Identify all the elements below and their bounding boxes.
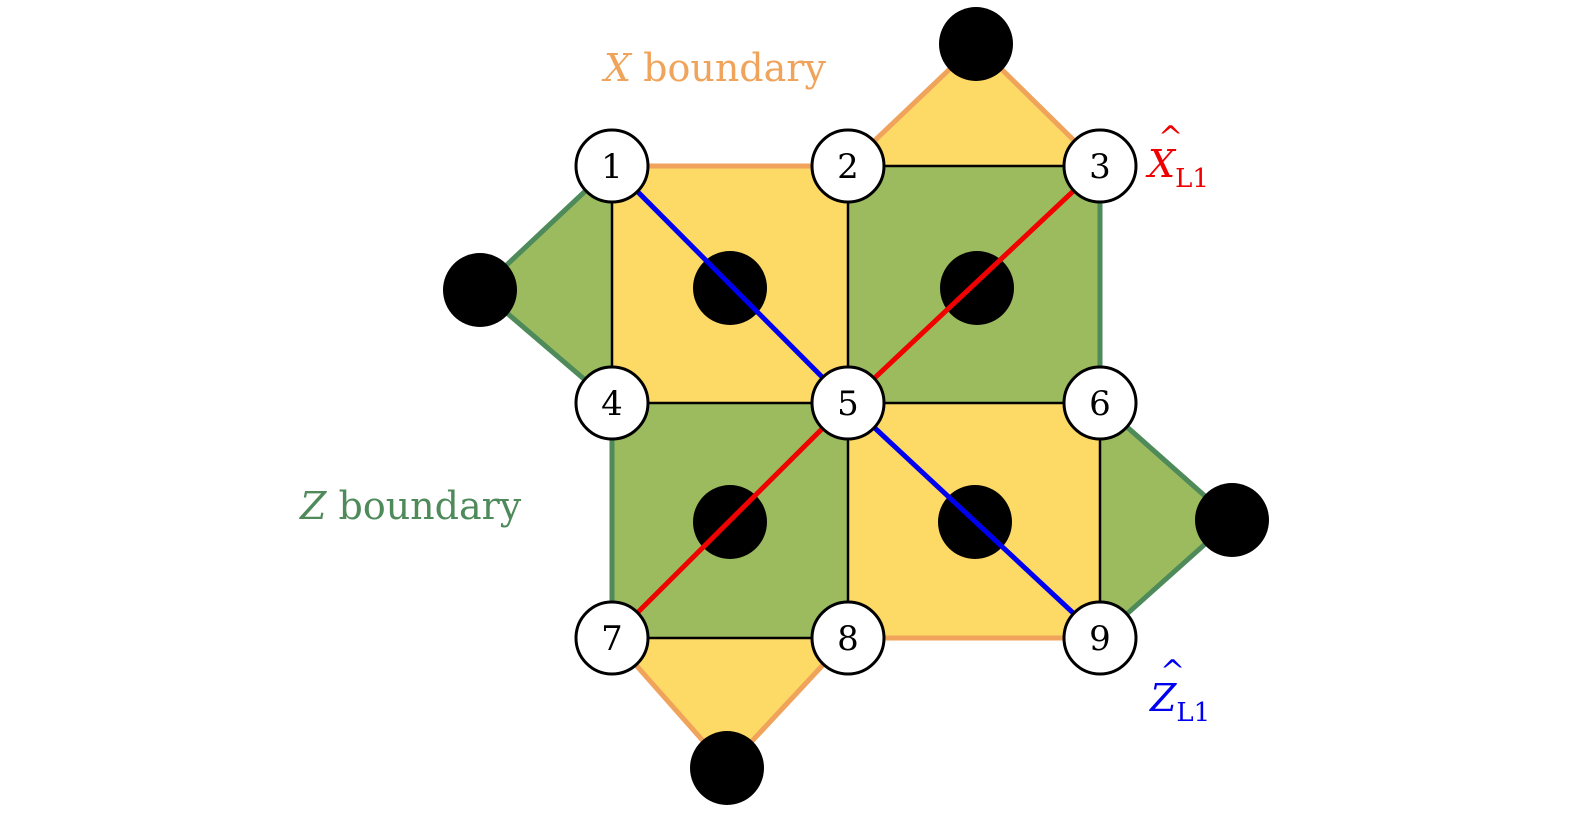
data-qubit — [574, 128, 650, 204]
data-qubit — [1062, 128, 1138, 204]
x-boundary-label: X boundary — [604, 46, 826, 90]
data-qubit — [574, 365, 650, 441]
z-logical-label: ZL1 — [1150, 654, 1211, 728]
ancilla-qubit — [940, 251, 1014, 325]
ancilla-qubit — [443, 253, 517, 327]
data-qubit — [1062, 365, 1138, 441]
x-logical-operator-line — [845, 163, 1103, 406]
data-qubit-label: 3 — [1089, 147, 1111, 187]
x-boundary-symbol: X — [604, 46, 632, 90]
ancilla-qubit — [1195, 483, 1269, 557]
ancilla-qubit — [939, 7, 1013, 81]
x-logical-operator-line — [609, 400, 851, 641]
ancilla-qubit — [690, 731, 764, 805]
z-logical-operator-line — [609, 163, 851, 406]
x-logical-label: XL1 — [1148, 120, 1209, 194]
data-qubit-label: 2 — [837, 147, 859, 187]
data-qubit — [574, 600, 650, 676]
data-qubit — [810, 600, 886, 676]
z-logical-operator-line — [845, 400, 1103, 641]
data-qubit-label: 6 — [1089, 384, 1111, 424]
z-boundary-symbol: Z — [300, 484, 327, 528]
z-logical-symbol: Z — [1150, 654, 1186, 720]
data-qubit — [810, 365, 886, 441]
z-boundary-label: Z boundary — [300, 484, 521, 528]
data-qubit-label: 7 — [601, 619, 623, 659]
z-logical-subscript: L1 — [1176, 698, 1211, 728]
data-qubit-label: 4 — [601, 384, 623, 424]
data-qubit-label: 8 — [837, 619, 859, 659]
z-boundary-text: boundary — [338, 484, 522, 528]
z-boundary-face — [480, 166, 612, 403]
data-qubit-label: 9 — [1089, 619, 1111, 659]
data-qubit-label: 1 — [601, 147, 623, 187]
x-boundary-text: boundary — [643, 46, 826, 90]
x-logical-symbol: X — [1148, 120, 1183, 186]
data-qubit — [1062, 600, 1138, 676]
x-logical-subscript: L1 — [1175, 164, 1209, 194]
x-boundary-face — [848, 44, 1100, 166]
data-qubit — [810, 128, 886, 204]
x-boundary-face — [612, 638, 848, 768]
data-qubit-label: 5 — [837, 384, 859, 424]
z-boundary-face — [1100, 403, 1232, 638]
